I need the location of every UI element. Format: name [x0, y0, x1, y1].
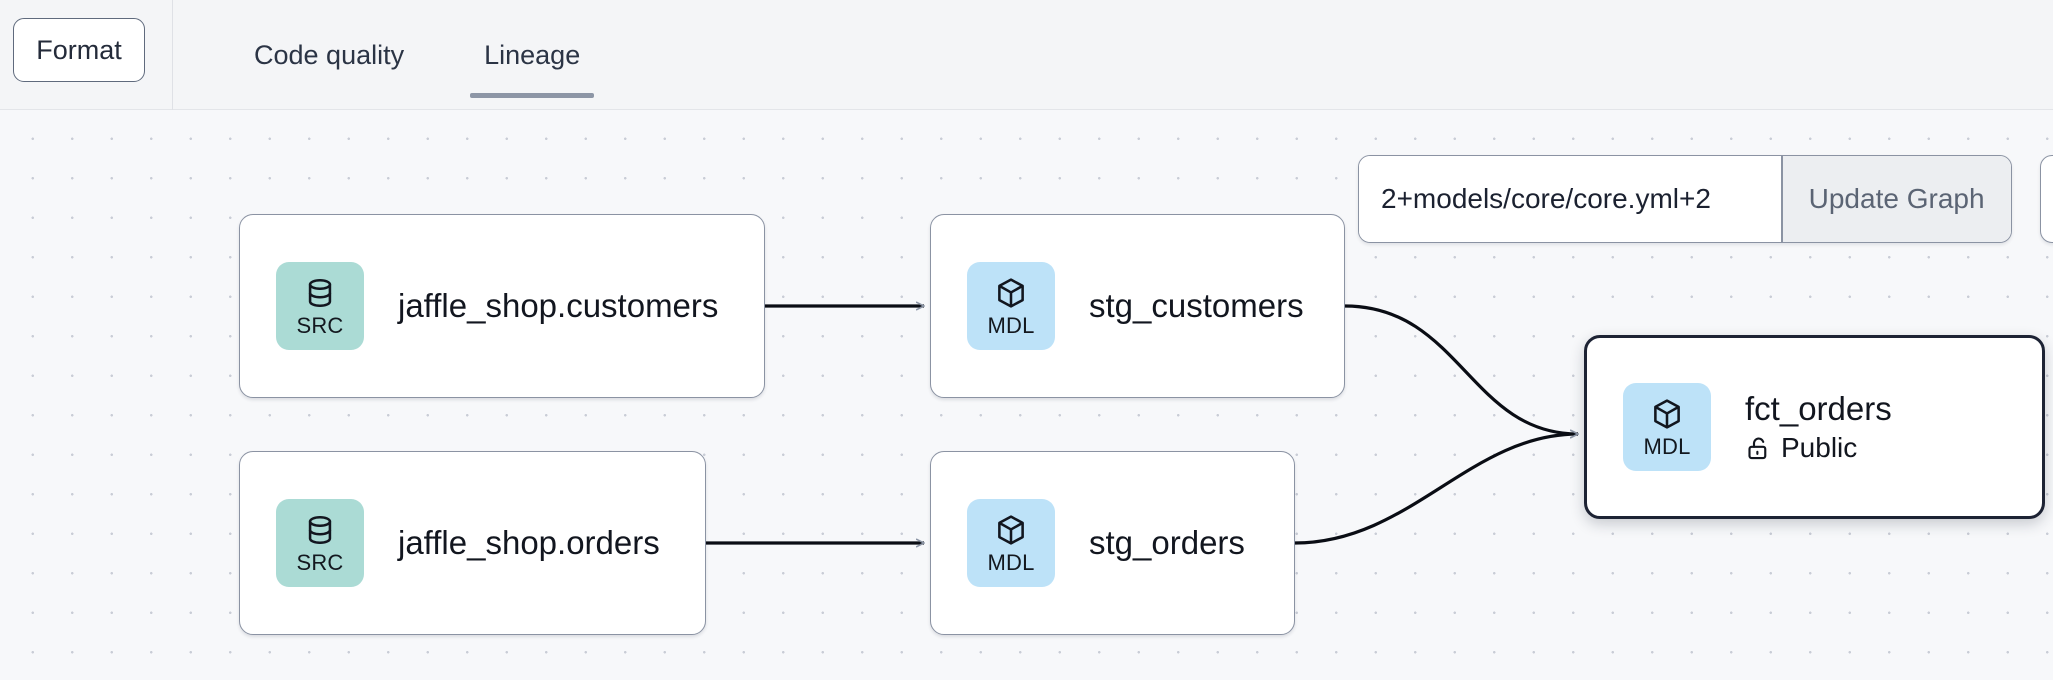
node-title: fct_orders	[1745, 389, 1892, 427]
node-title: stg_orders	[1089, 524, 1245, 562]
lineage-node-stg-orders[interactable]: MDL stg_orders	[930, 451, 1295, 635]
editor-toolbar: Format Code quality Lineage	[0, 0, 2053, 110]
toolbar-divider	[172, 0, 173, 110]
tab-lineage[interactable]: Lineage	[470, 0, 595, 110]
format-button[interactable]: Format	[13, 18, 145, 82]
node-selector-input[interactable]	[1359, 156, 1781, 242]
lineage-node-src-customers[interactable]: SRC jaffle_shop.customers	[239, 214, 765, 398]
node-badge-mdl: MDL	[1623, 383, 1711, 471]
node-badge-mdl: MDL	[967, 499, 1055, 587]
side-panel-edge[interactable]	[2040, 155, 2053, 243]
node-badge-label: MDL	[987, 549, 1035, 575]
node-body: fct_orders Public	[1745, 390, 1892, 465]
graph-selector-control: Update Graph	[1358, 155, 2012, 243]
edge-stg-customers-to-fct-orders	[1344, 304, 1578, 434]
node-access-badge: Public	[1745, 432, 1892, 464]
node-badge-mdl: MDL	[967, 262, 1055, 350]
cube-icon	[1654, 398, 1680, 429]
node-title: jaffle_shop.customers	[398, 287, 719, 325]
node-badge-label: SRC	[296, 549, 344, 575]
update-graph-button[interactable]: Update Graph	[1782, 156, 2011, 242]
lineage-node-stg-customers[interactable]: MDL stg_customers	[930, 214, 1345, 398]
edge-stg-orders-to-fct-orders	[1294, 434, 1578, 545]
cube-icon	[998, 514, 1024, 545]
node-title: jaffle_shop.orders	[398, 524, 660, 562]
node-badge-label: SRC	[296, 312, 344, 338]
node-body: jaffle_shop.orders	[398, 524, 660, 562]
tab-bar: Code quality Lineage	[172, 0, 595, 110]
unlock-icon	[1748, 437, 1767, 460]
lineage-node-fct-orders[interactable]: MDL fct_orders Public	[1584, 335, 2045, 519]
node-body: stg_customers	[1089, 287, 1304, 325]
cube-icon	[998, 277, 1024, 308]
node-access-label: Public	[1781, 432, 1858, 464]
tab-code-quality[interactable]: Code quality	[254, 39, 405, 70]
node-badge-label: MDL	[987, 312, 1035, 338]
node-badge-src: SRC	[276, 262, 364, 350]
node-badge-src: SRC	[276, 499, 364, 587]
database-icon	[308, 278, 332, 307]
node-body: stg_orders	[1089, 524, 1245, 562]
node-badge-label: MDL	[1643, 433, 1691, 459]
lineage-node-src-orders[interactable]: SRC jaffle_shop.orders	[239, 451, 706, 635]
database-icon	[308, 515, 332, 544]
control-divider	[1781, 156, 1783, 242]
node-title: stg_customers	[1089, 287, 1304, 325]
node-body: jaffle_shop.customers	[398, 287, 718, 325]
